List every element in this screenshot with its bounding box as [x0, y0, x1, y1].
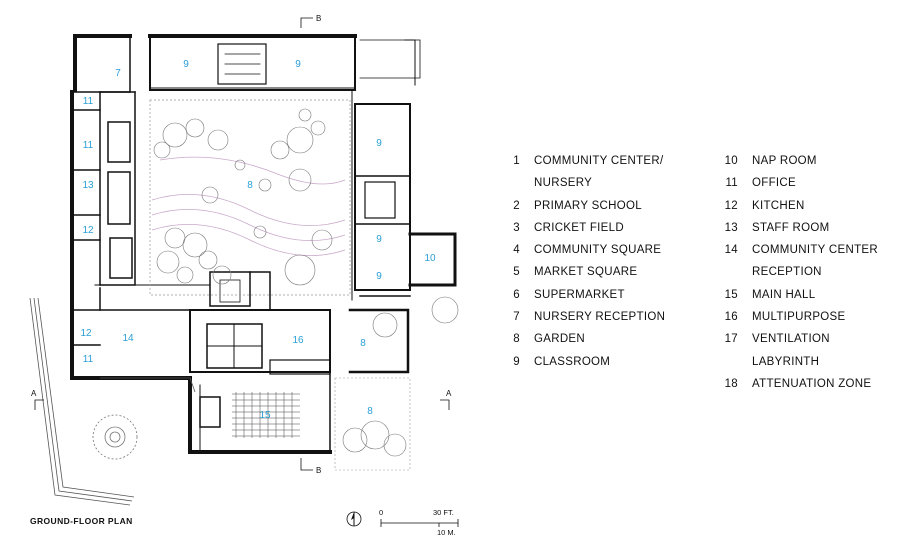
scale-m: 10 M. — [437, 528, 456, 537]
central-garden — [149, 99, 351, 296]
room-label-10: 10 — [424, 253, 436, 264]
legend-number: 16 — [724, 311, 738, 324]
legend-item: 9 CLASSROOM — [500, 351, 690, 373]
legend-number: 13 — [724, 221, 738, 234]
legend-number: 10 — [724, 155, 738, 167]
legend-item: 10 NAP ROOM — [718, 150, 888, 172]
legend-number: 7 — [513, 311, 520, 324]
legend-item: 18 ATTENUATION ZONE — [718, 373, 888, 395]
building-walls — [70, 34, 457, 454]
legend-item: 1 COMMUNITY CENTER/ NURSERY — [500, 150, 690, 195]
legend-label: MULTIPURPOSE — [752, 311, 846, 324]
attenuation-zone — [29, 297, 196, 506]
section-b-top: B — [316, 14, 321, 23]
legend-label: COMMUNITY SQUARE — [534, 244, 662, 257]
section-a-left: A — [31, 389, 37, 398]
legend-label: MAIN HALL — [752, 288, 816, 301]
room-label-9e: 9 — [376, 271, 382, 282]
legend-label: MARKET SQUARE — [534, 266, 638, 279]
room-label-16: 16 — [292, 335, 304, 346]
legend-number: 15 — [724, 288, 738, 301]
legend-number: 12 — [724, 199, 738, 212]
legend-item: 5 MARKET SQUARE — [500, 261, 690, 283]
room-label-12b: 12 — [80, 328, 92, 339]
legend-item: 4 COMMUNITY SQUARE — [500, 239, 690, 261]
legend-item: 11 OFFICE — [718, 172, 888, 194]
legend-number: 17 — [724, 333, 738, 346]
legend-label: STAFF ROOM — [752, 221, 830, 234]
legend-label: KITCHEN — [752, 199, 805, 212]
legend-right-column: 10 NAP ROOM 11 OFFICE 12 KITCHEN 13 STAFF RO… — [718, 150, 888, 395]
room-label-8b: 8 — [360, 338, 366, 349]
room-label-11c: 11 — [83, 354, 94, 365]
legend-item: 2 PRIMARY SCHOOL — [500, 195, 690, 217]
legend-item: 6 SUPERMARKET — [500, 284, 690, 306]
legend-number: 9 — [513, 355, 520, 368]
legend-item: 8 GARDEN — [500, 328, 690, 350]
legend-item: 14 COMMUNITY CENTER RECEPTION — [718, 239, 888, 284]
room-label-9b: 9 — [295, 59, 301, 70]
scale-bar — [380, 519, 459, 527]
room-label-8c: 8 — [367, 406, 373, 417]
legend-item: 13 STAFF ROOM — [718, 217, 888, 239]
legend-number: 4 — [513, 244, 520, 257]
plan-title: GROUND-FLOOR PLAN — [30, 516, 133, 526]
room-label-11a: 11 — [83, 96, 94, 107]
legend-label: CRICKET FIELD — [534, 221, 624, 234]
legend-item: 12 KITCHEN — [718, 195, 888, 217]
legend-left-column: 1 COMMUNITY CENTER/ NURSERY 2 PRIMARY SCHO… — [500, 150, 690, 373]
legend-number: 2 — [513, 199, 520, 212]
room-label-9a: 9 — [183, 59, 189, 70]
legend-label: OFFICE — [752, 177, 796, 190]
legend-label: COMMUNITY CENTER/ NURSERY — [534, 155, 664, 190]
scale-zero: 0 — [379, 508, 384, 517]
scale-ft: 30 FT. — [433, 508, 454, 517]
section-a-right: A — [446, 389, 452, 398]
legend-label: NURSERY RECEPTION — [534, 311, 666, 324]
room-label-11b: 11 — [83, 140, 94, 151]
legend-number: 8 — [513, 333, 520, 346]
legend-label: COMMUNITY CENTER RECEPTION — [752, 244, 878, 279]
legend-number: 14 — [724, 244, 738, 257]
legend-item: 3 CRICKET FIELD — [500, 217, 690, 239]
room-label-8a: 8 — [247, 180, 253, 191]
room-label-12a: 12 — [82, 225, 94, 236]
legend-label: CLASSROOM — [534, 355, 611, 368]
garden-lower-right — [334, 296, 459, 471]
legend-number: 6 — [513, 288, 520, 301]
legend-item: 15 MAIN HALL — [718, 284, 888, 306]
legend-label: GARDEN — [534, 333, 586, 346]
legend-label: SUPERMARKET — [534, 288, 625, 301]
section-markers — [34, 17, 450, 471]
legend-number: 11 — [725, 177, 738, 190]
legend-item: 17 VENTILATION LABYRINTH — [718, 328, 888, 373]
legend-label: NAP ROOM — [752, 155, 817, 167]
legend-label: PRIMARY SCHOOL — [534, 199, 642, 212]
legend-item: 7 NURSERY RECEPTION — [500, 306, 690, 328]
room-label-7: 7 — [115, 68, 121, 79]
room-label-14: 14 — [122, 333, 134, 344]
room-label-15: 15 — [259, 410, 271, 421]
legend-label: VENTILATION LABYRINTH — [752, 333, 830, 368]
legend-number: 5 — [513, 266, 520, 279]
main-hall-seating — [232, 392, 300, 438]
legend-number: 3 — [513, 221, 520, 234]
north-arrow-icon — [346, 511, 362, 527]
legend-number: 18 — [724, 377, 738, 390]
room-label-9c: 9 — [376, 138, 382, 149]
legend-number: 1 — [513, 155, 520, 167]
section-b-bottom: B — [316, 466, 321, 475]
legend-item: 16 MULTIPURPOSE — [718, 306, 888, 328]
room-numbers: 7 9 9 11 11 13 12 8 9 9 9 10 12 14 11 16… — [80, 59, 436, 421]
room-label-9d: 9 — [376, 234, 382, 245]
room-label-13: 13 — [82, 180, 94, 191]
legend-label: ATTENUATION ZONE — [752, 377, 872, 390]
